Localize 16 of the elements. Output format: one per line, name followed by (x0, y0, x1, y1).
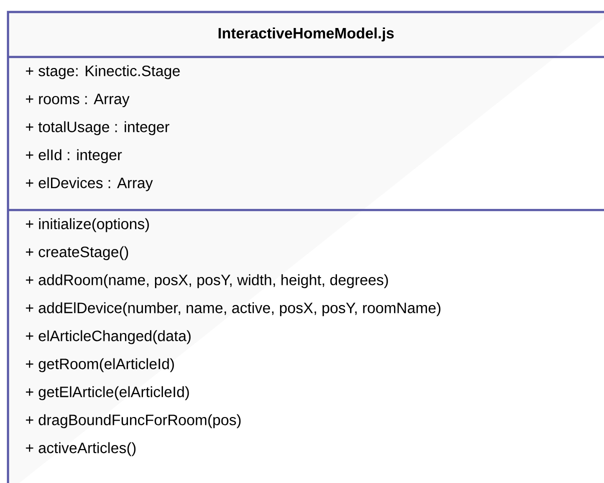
class-compartment (8, 56, 604, 192)
member-text: + dragBoundFuncForRoom(pos) (26, 414, 241, 428)
member-text: + initialize(options) (26, 218, 149, 232)
member-text: + addElDevice(number, name, active, posX, posY, roomName) (26, 302, 440, 316)
member-text: + elDevices : Array (26, 177, 153, 192)
member-text: + addRoom(name, posX, posY, width, height, degrees) (26, 274, 388, 288)
member-text: + totalUsage : integer (26, 121, 170, 136)
member-text: + stage: Kinectic.Stage (26, 65, 180, 80)
class-compartment (8, 208, 604, 456)
member-text: + getElArticle(elArticleId) (26, 386, 189, 400)
member-text: + elArticleChanged(data) (26, 330, 191, 344)
member-text: + rooms : Array (26, 94, 130, 108)
member-text: + elId : integer (26, 149, 122, 164)
member-text: + createStage() (26, 246, 128, 260)
member-text: + getRoom(elArticleId) (26, 358, 174, 372)
member-text: + activeArticles() (26, 442, 136, 456)
